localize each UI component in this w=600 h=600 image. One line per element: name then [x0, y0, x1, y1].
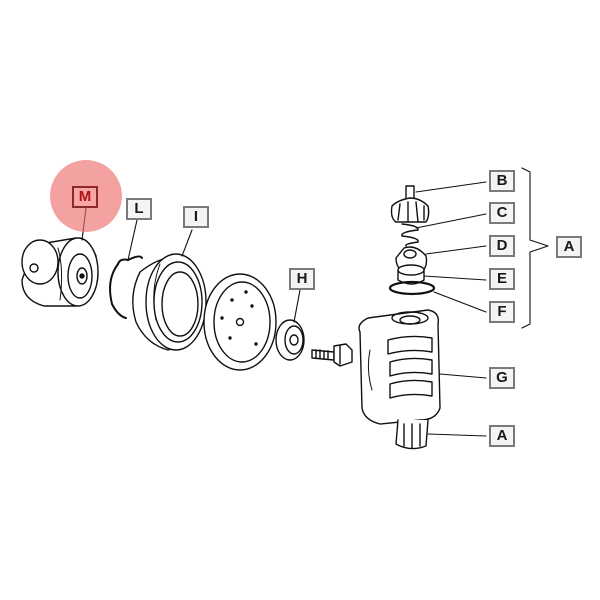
label-b[interactable]: B — [489, 170, 515, 192]
label-i[interactable]: I — [183, 206, 209, 228]
part-g-valve-body — [358, 309, 441, 425]
label-g[interactable]: G — [489, 367, 515, 389]
label-c[interactable]: C — [489, 202, 515, 224]
diaphragm-disc — [203, 273, 277, 371]
label-a-group[interactable]: A — [556, 236, 582, 258]
label-f[interactable]: F — [489, 301, 515, 323]
label-d[interactable]: D — [489, 235, 515, 257]
valve-stack — [388, 185, 436, 296]
label-m[interactable]: M — [72, 186, 98, 208]
bottom-nut — [395, 419, 429, 450]
label-a-bottom[interactable]: A — [489, 425, 515, 447]
part-l-snap-ring — [109, 255, 143, 319]
part-m-end-cap — [21, 237, 99, 307]
label-h[interactable]: H — [289, 268, 315, 290]
label-e[interactable]: E — [489, 268, 515, 290]
part-i-cup — [132, 253, 207, 351]
leader-lines — [81, 167, 549, 437]
label-l[interactable]: L — [126, 198, 152, 220]
bolt — [311, 343, 353, 367]
part-h-washer — [275, 319, 305, 361]
